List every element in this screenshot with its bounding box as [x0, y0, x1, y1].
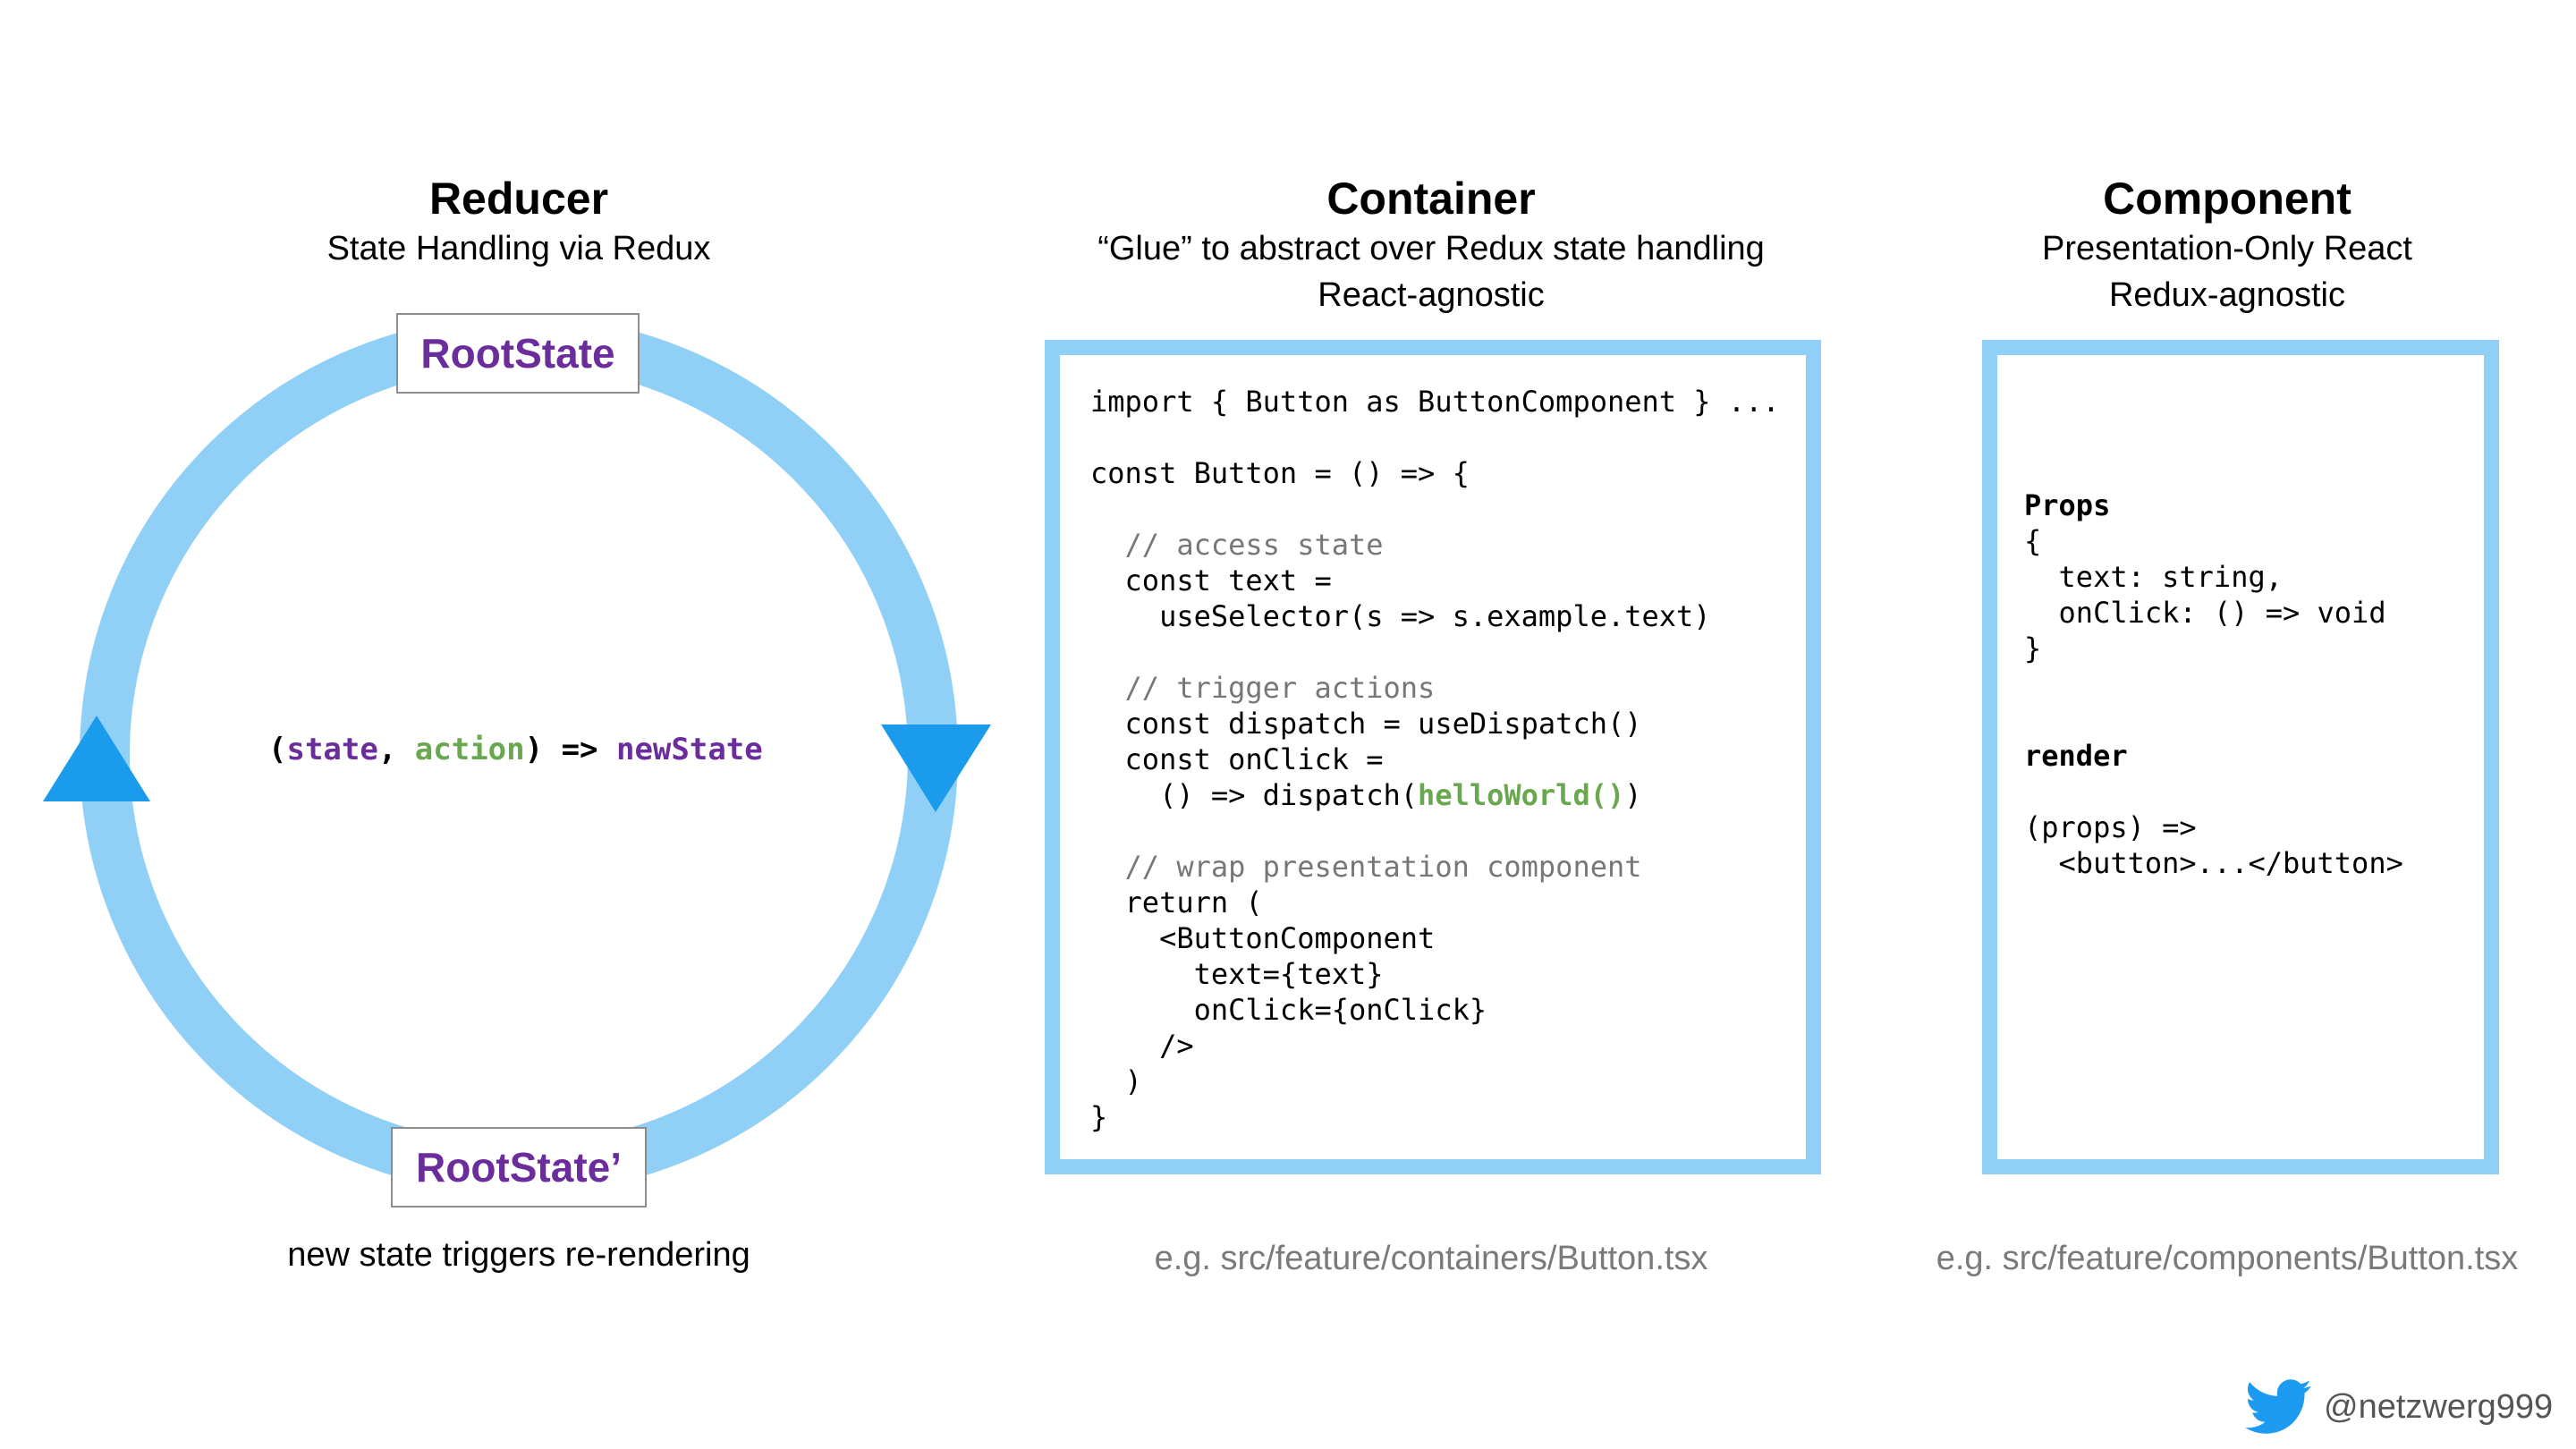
rootstate-box: RootState	[396, 313, 640, 394]
formula-action: action	[414, 732, 525, 767]
component-subtitle: Presentation-Only React	[2042, 230, 2412, 267]
reducer-subtitle: State Handling via Redux	[326, 230, 711, 267]
code-line: const onClick =	[1090, 742, 1384, 776]
container-file-path: e.g. src/feature/containers/Button.tsx	[1154, 1240, 1708, 1277]
formula-comma: ,	[377, 732, 415, 767]
container-subtitle-2: React-agnostic	[1318, 276, 1545, 314]
code-line: )	[1624, 778, 1642, 812]
twitter-handle-label: @netzwerg999	[2324, 1387, 2554, 1426]
code-line: />	[1090, 1029, 1194, 1063]
component-header: Component Presentation-Only React Redux-…	[1950, 172, 2504, 318]
code-line: () => dispatch(	[1090, 778, 1419, 812]
code-line: onClick={onClick}	[1090, 993, 1487, 1027]
code-line: text={text}	[1090, 957, 1384, 991]
code-line: return (	[1090, 886, 1263, 919]
code-comment: // access state	[1090, 528, 1384, 562]
component-code-panel: Props { text: string, onClick: () => voi…	[1982, 340, 2499, 1174]
code-line: <button>...</button>	[2024, 846, 2403, 880]
twitter-attribution[interactable]: @netzwerg999	[2245, 1376, 2553, 1438]
code-line: }	[1090, 1100, 1108, 1134]
component-file-path: e.g. src/feature/components/Button.tsx	[1936, 1240, 2519, 1277]
reducer-signature: (state, action) => newState	[268, 732, 769, 767]
reducer-header: Reducer State Handling via Redux	[250, 172, 787, 272]
down-arrow-icon	[881, 724, 991, 812]
twitter-bird-icon	[2245, 1379, 2311, 1434]
code-line: (props) =>	[2024, 810, 2197, 844]
up-arrow-icon	[43, 716, 150, 801]
props-label: Props	[2024, 488, 2111, 522]
reducer-title: Reducer	[428, 174, 609, 224]
reducer-caption: new state triggers re-rendering	[287, 1236, 750, 1274]
formula-open: (	[268, 732, 287, 767]
rootstate-next-box: RootState’	[391, 1127, 647, 1208]
code-line: useSelector(s => s.example.text)	[1090, 599, 1711, 633]
code-line: const Button = () => {	[1090, 456, 1470, 490]
formula-state: state	[286, 732, 378, 767]
code-line: {	[2024, 524, 2042, 558]
code-line: }	[2024, 631, 2042, 665]
code-line: <ButtonComponent	[1090, 921, 1436, 955]
component-title: Component	[2103, 174, 2351, 224]
hello-world-action: helloWorld()	[1418, 778, 1625, 812]
code-line: const text =	[1090, 564, 1332, 597]
code-line: onClick: () => void	[2024, 596, 2386, 630]
code-line: )	[1090, 1064, 1142, 1098]
code-line: import { Button as ButtonComponent } ...	[1090, 385, 1780, 419]
container-title: Container	[1326, 174, 1536, 224]
component-code: Props { text: string, onClick: () => voi…	[2024, 487, 2403, 881]
container-subtitle: “Glue” to abstract over Redux state hand…	[1097, 230, 1765, 267]
formula-new-state: newState	[615, 732, 763, 767]
container-code-panel: import { Button as ButtonComponent } ...…	[1045, 340, 1821, 1174]
code-comment: // wrap presentation component	[1090, 850, 1642, 884]
render-label: render	[2024, 739, 2128, 773]
code-comment: // trigger actions	[1090, 671, 1436, 705]
formula-arrow: ) =>	[524, 732, 616, 767]
code-line: text: string,	[2024, 560, 2283, 594]
container-header: Container “Glue” to abstract over Redux …	[1002, 172, 1860, 318]
component-subtitle-2: Redux-agnostic	[2108, 276, 2346, 314]
container-code: import { Button as ButtonComponent } ...…	[1090, 384, 1780, 1135]
code-line: const dispatch = useDispatch()	[1090, 707, 1642, 741]
